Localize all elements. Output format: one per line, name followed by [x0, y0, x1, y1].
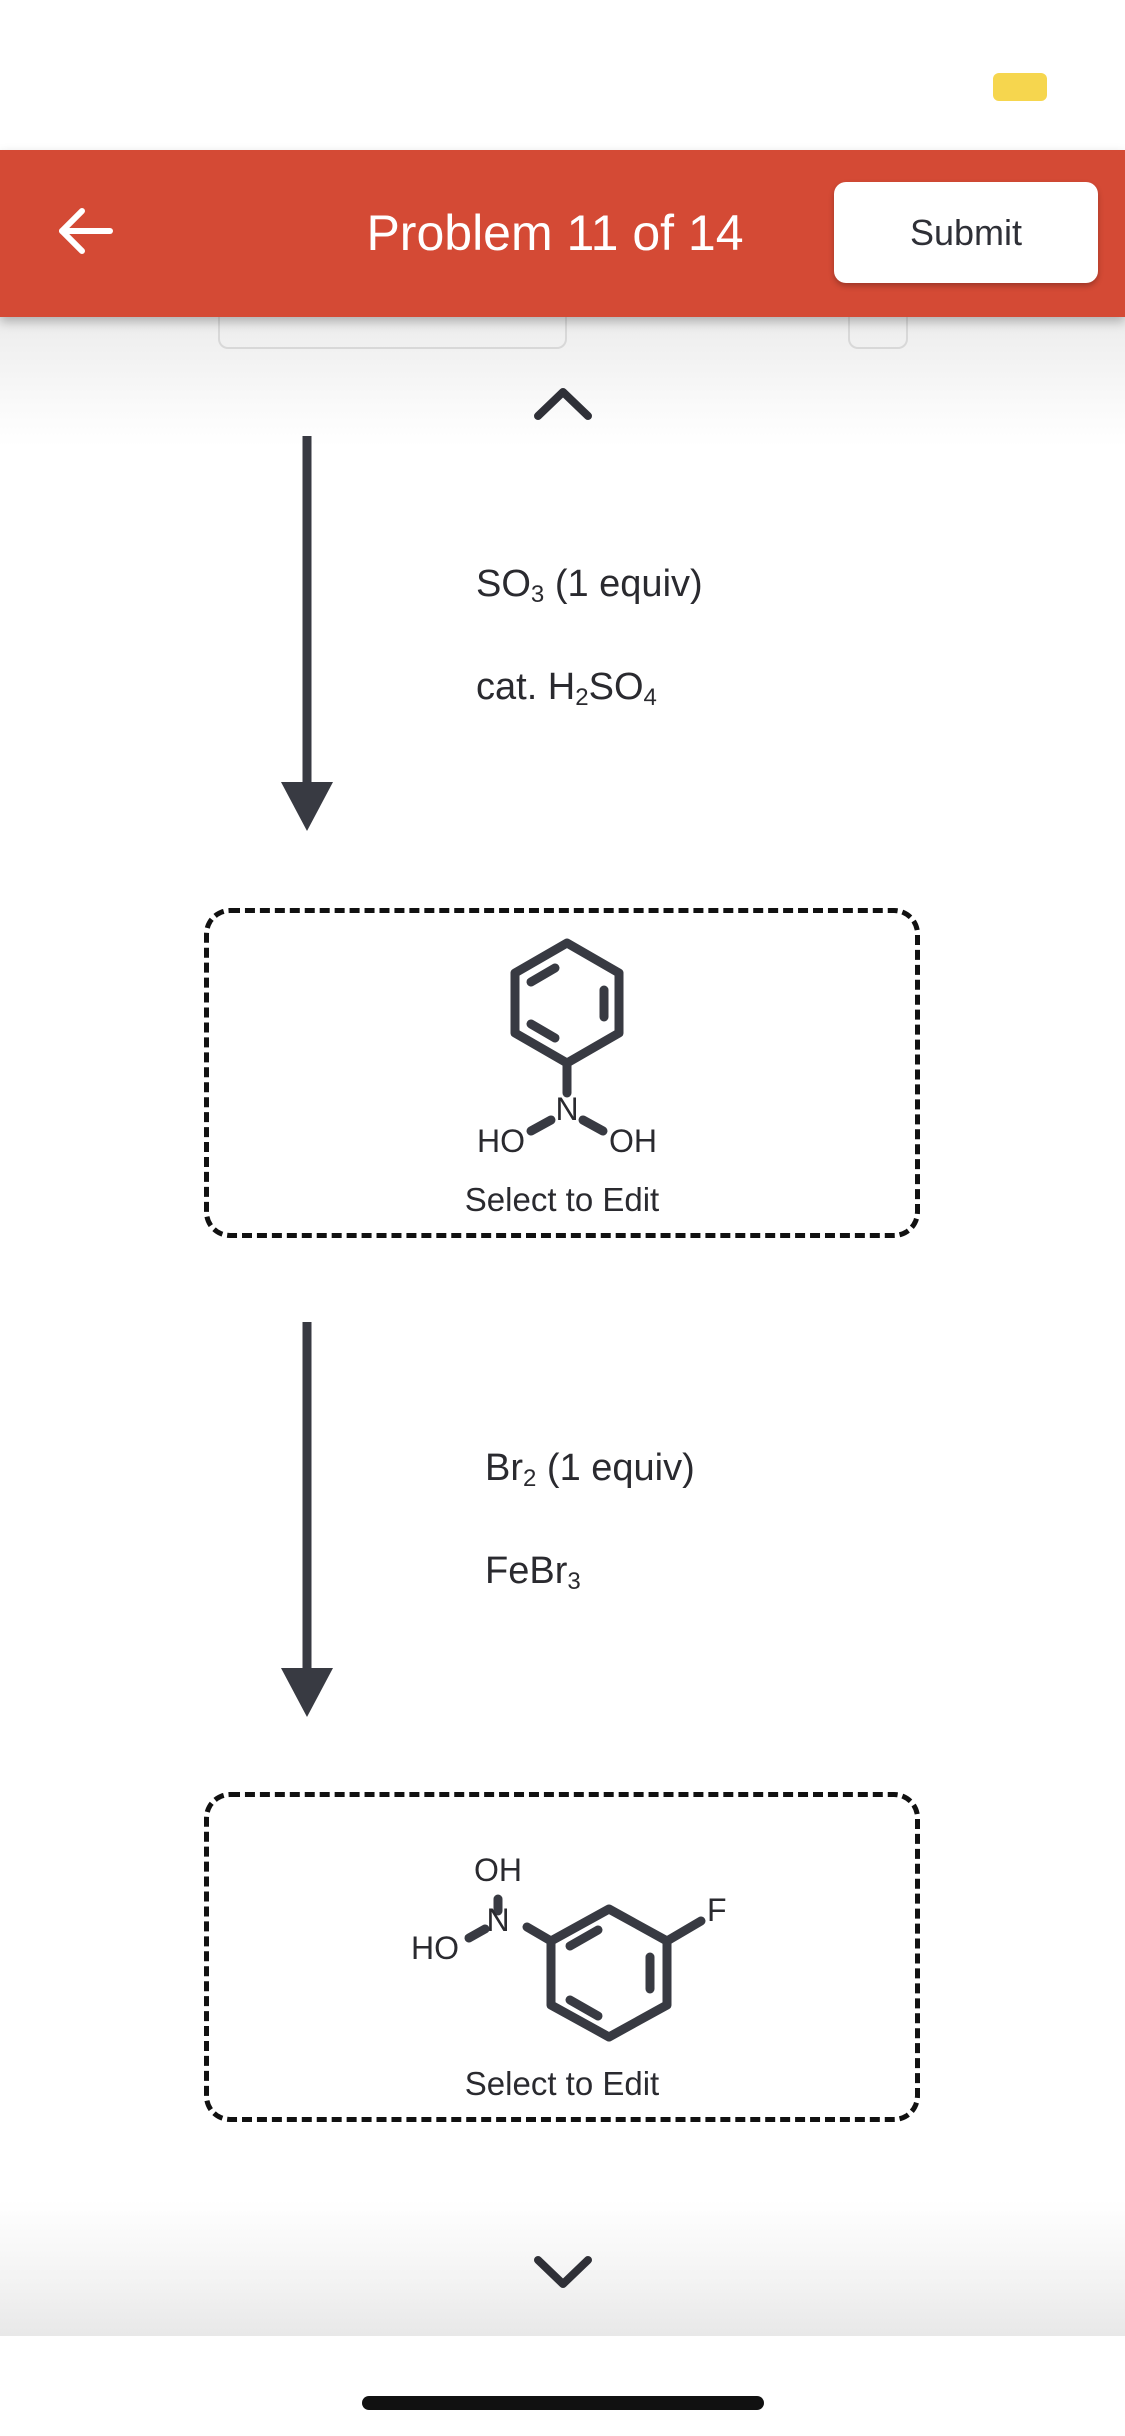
scroll-up-button[interactable]	[528, 378, 598, 428]
submit-button[interactable]: Submit	[834, 182, 1098, 283]
previous-item-edge	[848, 317, 908, 349]
product-structure-box[interactable]: OH N HO F Select to Edit	[204, 1792, 920, 2122]
fluorophenyl-n-dihydroxy-structure: OH N HO F	[411, 1852, 727, 2042]
problem-header: Problem 11 of 14 Submit	[0, 150, 1125, 317]
scroll-down-button[interactable]	[528, 2248, 598, 2298]
hydroxyl-label: HO	[411, 1930, 459, 1966]
product-structure-box[interactable]: N HO OH Select to Edit	[204, 908, 920, 1238]
hydroxyl-label: HO	[477, 1123, 525, 1159]
select-to-edit-label: Select to Edit	[464, 1181, 660, 1218]
select-to-edit-label: Select to Edit	[464, 2065, 660, 2102]
page-title: Problem 11 of 14	[366, 205, 744, 261]
chevron-up-icon	[534, 388, 592, 420]
home-indicator-area	[0, 2336, 1125, 2436]
reagent-line: cat. H2SO4	[476, 666, 657, 711]
nitrogen-label: N	[555, 1091, 578, 1127]
bottom-scroll-fade	[0, 2200, 1125, 2336]
phenyl-n-dihydroxy-structure: N HO OH	[477, 938, 657, 1159]
chevron-down-icon	[534, 2256, 592, 2288]
reaction-arrow	[277, 436, 337, 831]
status-bar	[0, 0, 1125, 150]
hydroxyl-label: OH	[474, 1852, 522, 1888]
fluorine-label: F	[707, 1892, 727, 1928]
home-indicator[interactable]	[362, 2396, 764, 2410]
top-scroll-fade	[0, 317, 1125, 447]
reagent-line: SO3 (1 equiv)	[476, 563, 703, 608]
reaction-arrow	[277, 1322, 337, 1717]
reagent-line: Br2 (1 equiv)	[485, 1447, 695, 1492]
hydroxyl-label: OH	[609, 1123, 657, 1159]
arrow-left-icon	[59, 208, 113, 254]
reagent-line: FeBr3	[485, 1550, 581, 1595]
nitrogen-label: N	[486, 1902, 509, 1938]
back-button[interactable]	[40, 186, 130, 276]
battery-icon	[993, 73, 1047, 101]
previous-item-edge	[218, 317, 567, 349]
